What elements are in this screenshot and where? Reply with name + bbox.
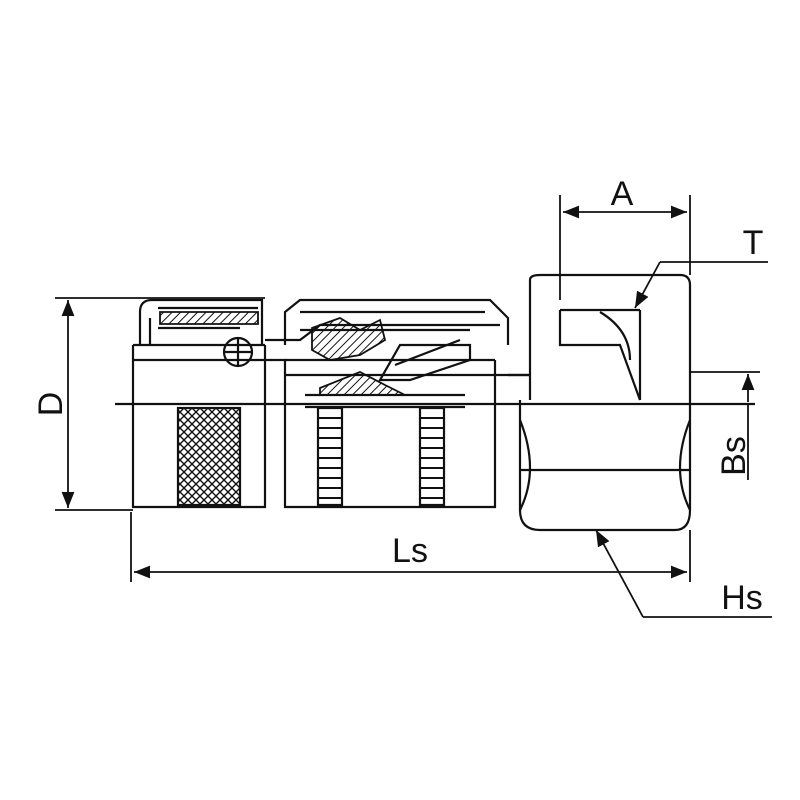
label-t: T (743, 224, 764, 262)
hatched-sections (159, 311, 406, 396)
ribbed-rings (318, 417, 444, 499)
dimension-lines (55, 195, 772, 618)
label-hs: Hs (721, 579, 763, 617)
label-a: A (611, 175, 634, 213)
label-ls: Ls (392, 532, 428, 570)
coupler-body (131, 273, 692, 532)
knurled-grip (179, 409, 239, 504)
label-d: D (32, 392, 70, 417)
label-bs: Bs (715, 436, 753, 476)
